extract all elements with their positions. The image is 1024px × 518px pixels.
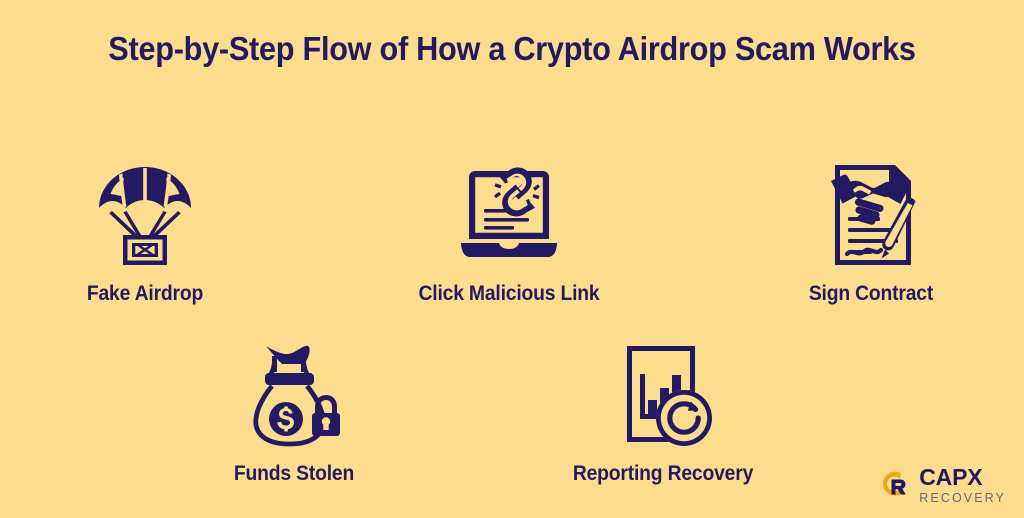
logo-name: CAPX <box>919 463 983 490</box>
report-chart-refresh-icon <box>548 340 778 450</box>
contract-handshake-pen-icon <box>756 160 986 270</box>
step-item-funds-stolen: Funds Stolen <box>179 340 409 486</box>
logo-subtitle: RECOVERY <box>919 490 1006 505</box>
step-item-click-malicious-link: Click Malicious Link <box>394 160 624 306</box>
step-label: Click Malicious Link <box>418 282 600 305</box>
step-item-sign-contract: Sign Contract <box>756 160 986 306</box>
step-label: Funds Stolen <box>233 462 355 485</box>
logo-text-block: CAPX RECOVERY <box>919 463 1006 505</box>
step-item-fake-airdrop: Fake Airdrop <box>30 160 260 306</box>
capx-recovery-logo[interactable]: CAPX RECOVERY <box>878 463 1006 505</box>
capx-logo-mark <box>883 471 907 496</box>
step-label: Fake Airdrop <box>86 282 204 305</box>
step-label: Reporting Recovery <box>572 462 754 485</box>
step-item-reporting-recovery: Reporting Recovery <box>548 340 778 486</box>
parachute-crate-icon <box>30 160 260 270</box>
step-label: Sign Contract <box>808 282 934 305</box>
page-title: Step-by-Step Flow of How a Crypto Airdro… <box>108 30 916 67</box>
money-bag-padlock-icon <box>179 340 409 450</box>
laptop-broken-chain-link-icon <box>394 160 624 270</box>
